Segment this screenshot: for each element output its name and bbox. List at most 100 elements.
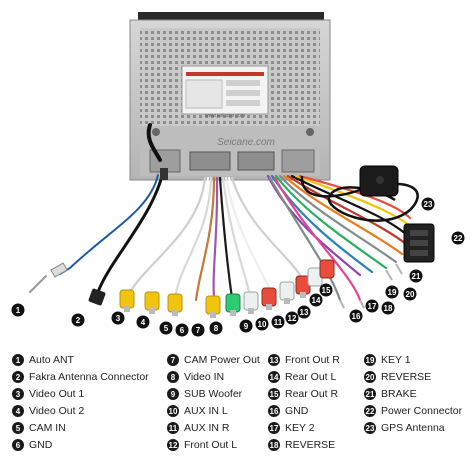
callout-circle [403, 287, 417, 301]
callout-3: 3 [111, 311, 125, 325]
callout-17: 17 [365, 299, 379, 313]
legend-item: 15 Rear Out R [268, 386, 338, 402]
callout-number: 13 [300, 308, 309, 317]
callout-circle [365, 299, 379, 313]
callout-circle [421, 197, 435, 211]
legend-item: 2 Fakra Antenna Connector [12, 369, 149, 385]
legend-item: 14 Rear Out L [268, 369, 336, 385]
callout-5: 5 [159, 321, 173, 335]
legend-number: 6 [12, 439, 24, 451]
rca-plug-aux-in-r [261, 287, 277, 310]
rca-plug-front-out-l [279, 281, 295, 304]
legend-label: KEY 1 [381, 354, 411, 366]
legend-number: 8 [167, 371, 179, 383]
legend-item: 19 KEY 1 [364, 352, 411, 368]
callout-number: 2 [76, 316, 81, 325]
callout-number: 21 [412, 272, 421, 281]
callout-circle [319, 283, 333, 297]
callout-circle [271, 315, 285, 329]
power-connector [403, 223, 435, 263]
rca-plug-video-out-2 [144, 291, 160, 314]
callout-number: 10 [258, 320, 267, 329]
legend-label: Rear Out L [285, 371, 337, 383]
legend-item: 8 Video IN [167, 369, 224, 385]
callout-16: 16 [349, 309, 363, 323]
callout-circle [255, 317, 269, 331]
callout-21: 21 [409, 269, 423, 283]
legend-number: 2 [12, 371, 24, 383]
callout-number: 18 [384, 304, 393, 313]
callout-number: 20 [406, 290, 415, 299]
rca-plug-video-out-1 [119, 289, 135, 312]
callout-6: 6 [175, 323, 189, 337]
callout-circle [175, 323, 189, 337]
legend-label: Video IN [184, 371, 225, 383]
callout-circle [309, 293, 323, 307]
callout-8: 8 [209, 321, 223, 335]
callout-number: 1 [16, 306, 21, 315]
callout-number: 12 [288, 314, 297, 323]
gps-antenna [300, 165, 419, 222]
callout-7: 7 [191, 323, 205, 337]
callout-number: 16 [352, 312, 361, 321]
legend-label: Rear Out R [285, 388, 339, 400]
legend-label: Video Out 1 [29, 388, 85, 400]
callout-circle [349, 309, 363, 323]
legend-number: 7 [167, 354, 179, 366]
legend-number: 1 [12, 354, 24, 366]
callout-number: 5 [164, 324, 169, 333]
wiring-diagram: www.seicane.com Seicane.com [11, 12, 465, 337]
antenna-cables [29, 123, 168, 306]
callout-number: 23 [424, 200, 433, 209]
callout-12: 12 [285, 311, 299, 325]
legend-number: 17 [268, 422, 280, 434]
callout-circle [11, 303, 25, 317]
callout-circle [285, 311, 299, 325]
legend-number: 16 [268, 405, 280, 417]
callout-number: 6 [180, 326, 185, 335]
label-url: www.seicane.com [205, 113, 245, 119]
callout-circle [209, 321, 223, 335]
callout-number: 3 [116, 314, 121, 323]
callout-circle [111, 311, 125, 325]
legend-label: Front Out L [184, 439, 238, 451]
legend-label: Fakra Antenna Connector [29, 371, 149, 383]
callout-22: 22 [451, 231, 465, 245]
callout-circle [297, 305, 311, 319]
legend-number: 14 [268, 371, 280, 383]
callout-number: 17 [368, 302, 377, 311]
callout-1: 1 [11, 303, 25, 317]
legend-label: GND [29, 439, 53, 451]
callout-number: 22 [454, 234, 463, 243]
legend-number: 15 [268, 388, 280, 400]
callout-circle [136, 315, 150, 329]
legend-number: 19 [364, 354, 376, 366]
legend-label: GPS Antenna [381, 422, 445, 434]
rca-plug-rear-out-r [319, 259, 335, 279]
callout-number: 8 [214, 324, 219, 333]
callout-20: 20 [403, 287, 417, 301]
legend-number: 10 [167, 405, 179, 417]
legend-number: 4 [12, 405, 24, 417]
callout-circle [191, 323, 205, 337]
callout-14: 14 [309, 293, 323, 307]
legend-number: 9 [167, 388, 179, 400]
legend-number: 3 [12, 388, 24, 400]
callout-circle [451, 231, 465, 245]
callout-number: 11 [274, 318, 283, 327]
callout-15: 15 [319, 283, 333, 297]
